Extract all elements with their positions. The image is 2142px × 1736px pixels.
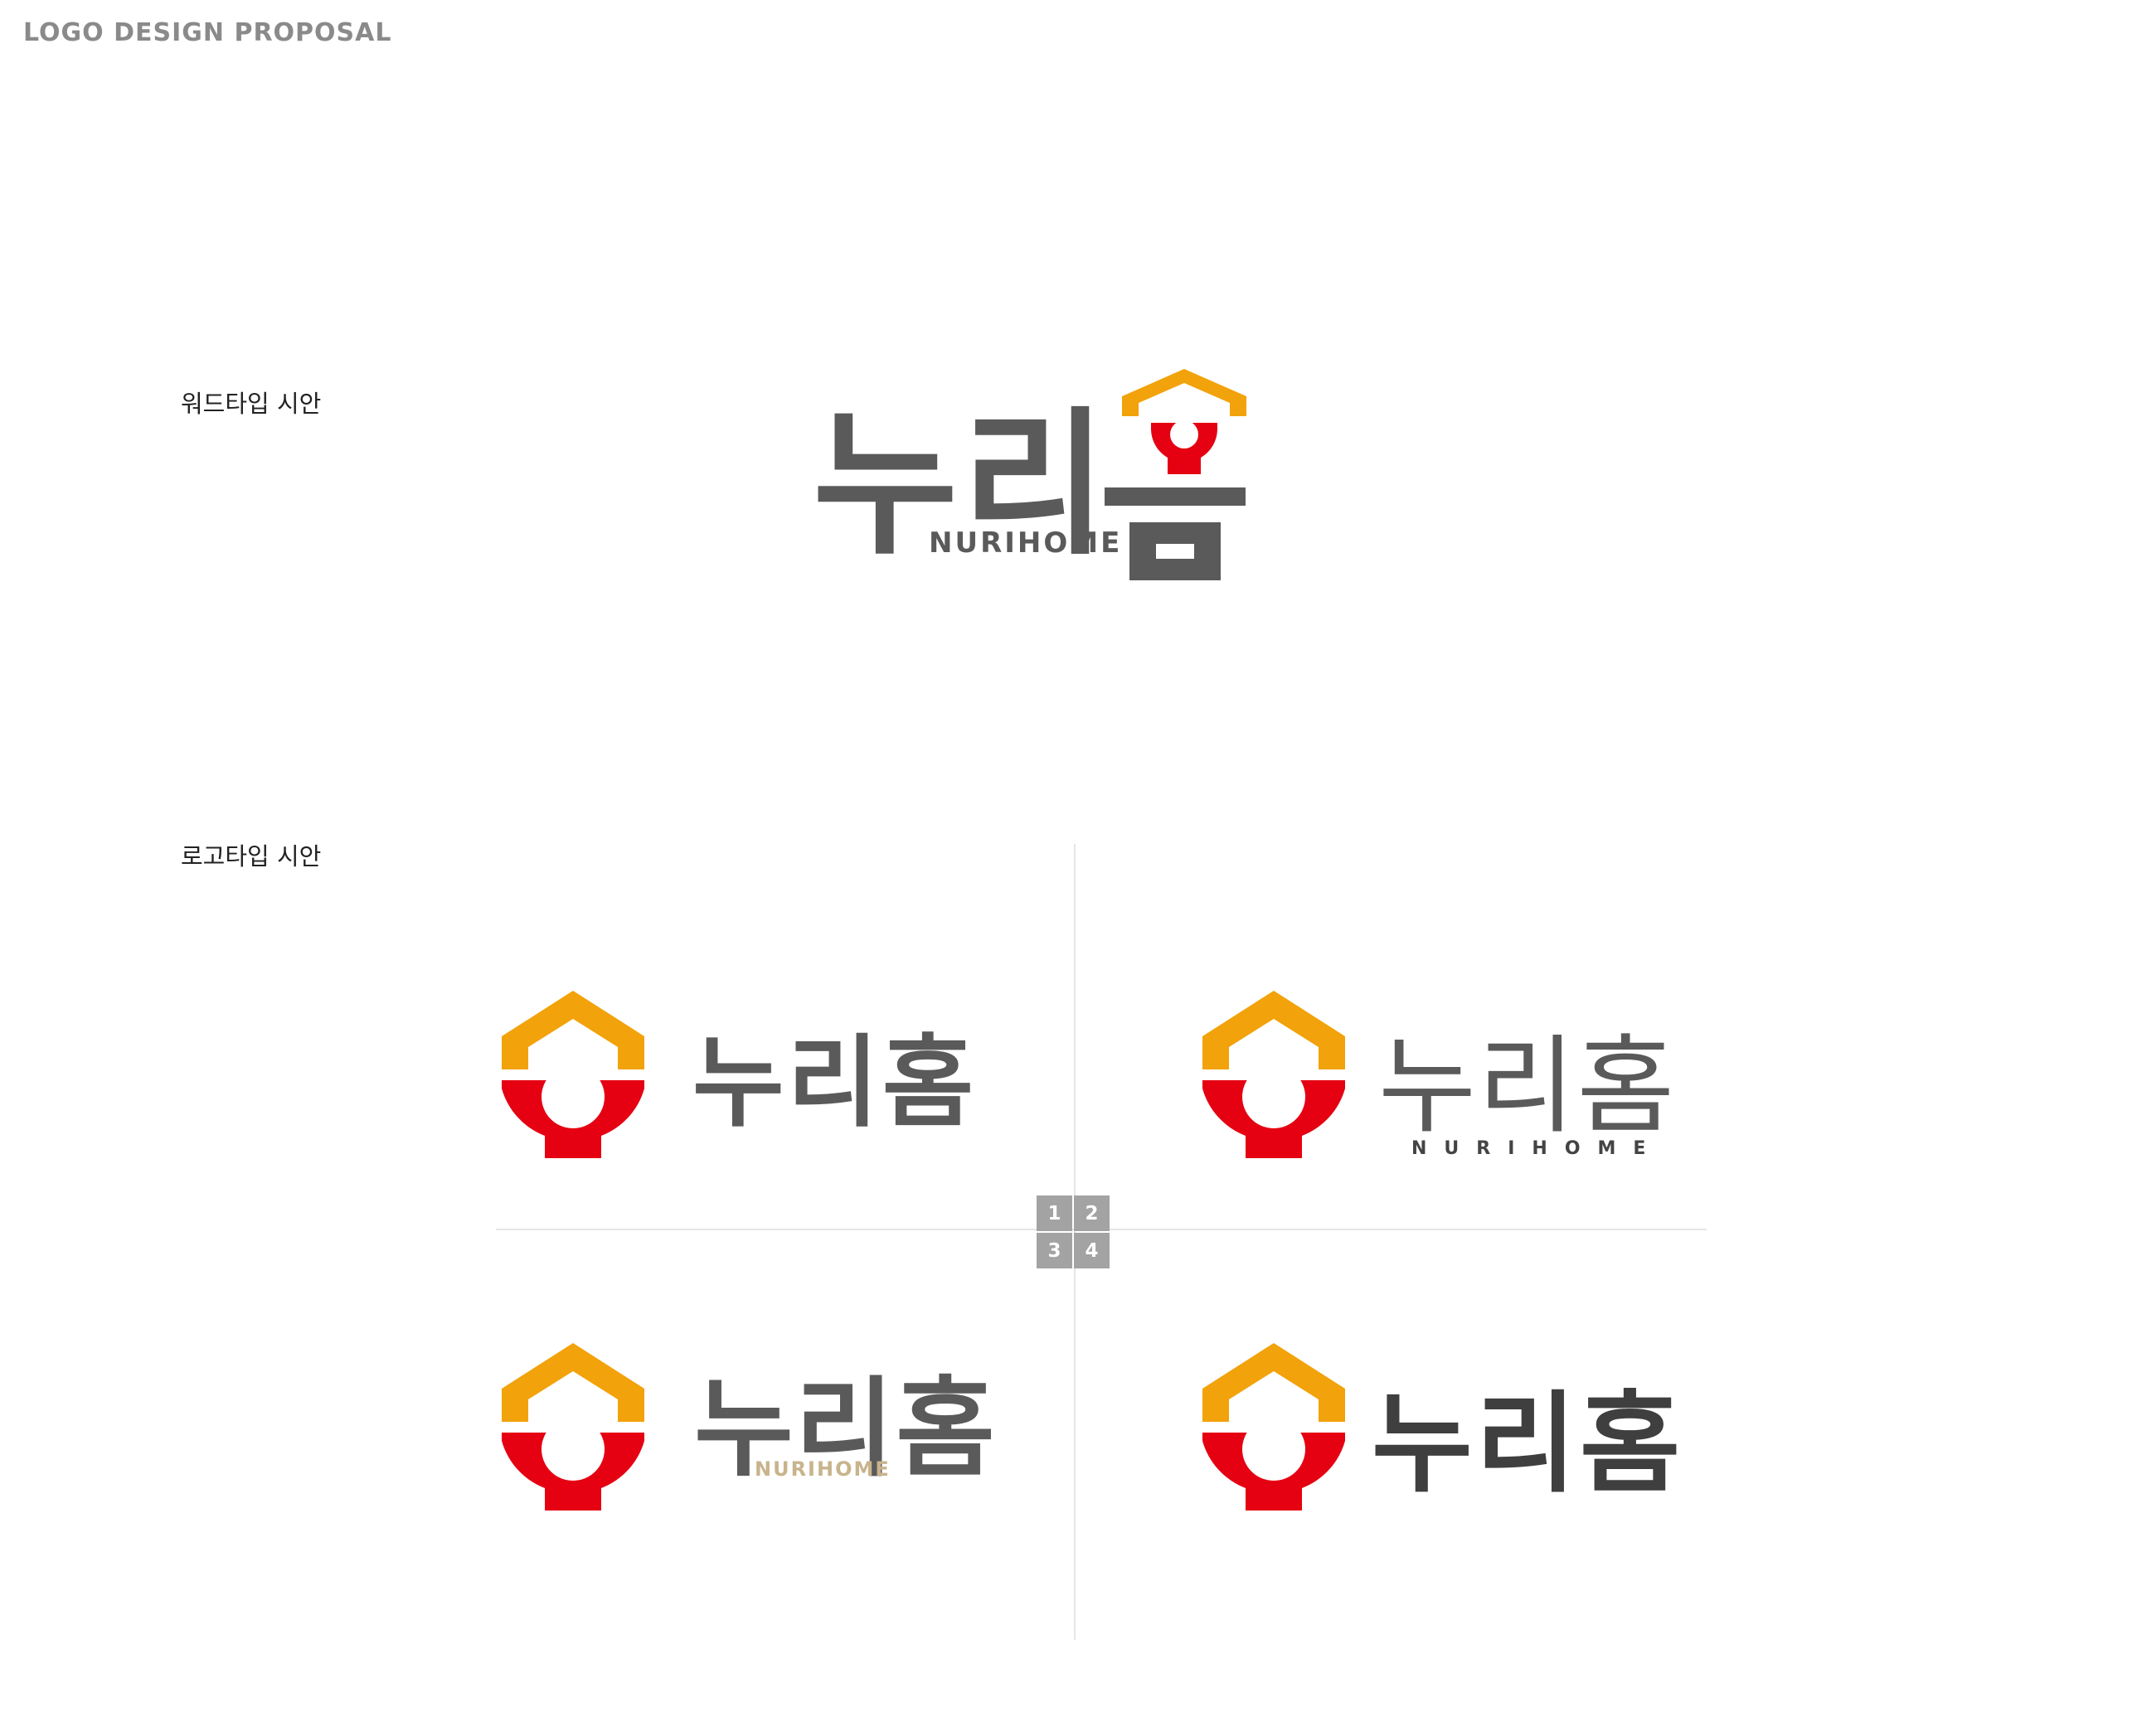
quadrant-label-1: 1 — [1037, 1195, 1072, 1231]
house-symbol-icon — [502, 1343, 644, 1511]
quadrant-label-3: 3 — [1037, 1233, 1072, 1268]
wordtype-home-base-icon — [1105, 487, 1246, 580]
wordtype-char-ri: 리 — [962, 393, 1107, 576]
logo-3-korean: 누리홈 — [694, 1365, 997, 1491]
logo-3-english: NURIHOME — [755, 1457, 891, 1481]
logo-1-korean: 누리홈 — [692, 1026, 978, 1141]
wordtype-section-label: 워드타입 시안 — [181, 390, 322, 418]
house-symbol-icon — [502, 991, 644, 1158]
wordtype-logo: 누 리 NURIHOME — [813, 365, 1277, 580]
page-header-title: LOGO DESIGN PROPOSAL — [23, 18, 392, 47]
quadrant-label-4: 4 — [1074, 1233, 1110, 1268]
logo-2-korean: 누리홈 — [1378, 1025, 1677, 1148]
house-symbol-icon — [1202, 991, 1345, 1158]
logo-2-english: NURIHOME — [1411, 1138, 1664, 1159]
quadrant-label-2: 2 — [1074, 1195, 1110, 1231]
logo-4-korean: 누리홈 — [1372, 1380, 1684, 1508]
wordtype-english: NURIHOME — [929, 526, 1123, 560]
house-symbol-icon — [1118, 365, 1251, 489]
house-symbol-icon — [1202, 1343, 1345, 1511]
wordtype-char-nu: 누 — [813, 393, 958, 576]
quadrant-number-grid: 1 2 3 4 — [1037, 1195, 1110, 1268]
logotype-section-label: 로고타입 시안 — [181, 842, 322, 870]
